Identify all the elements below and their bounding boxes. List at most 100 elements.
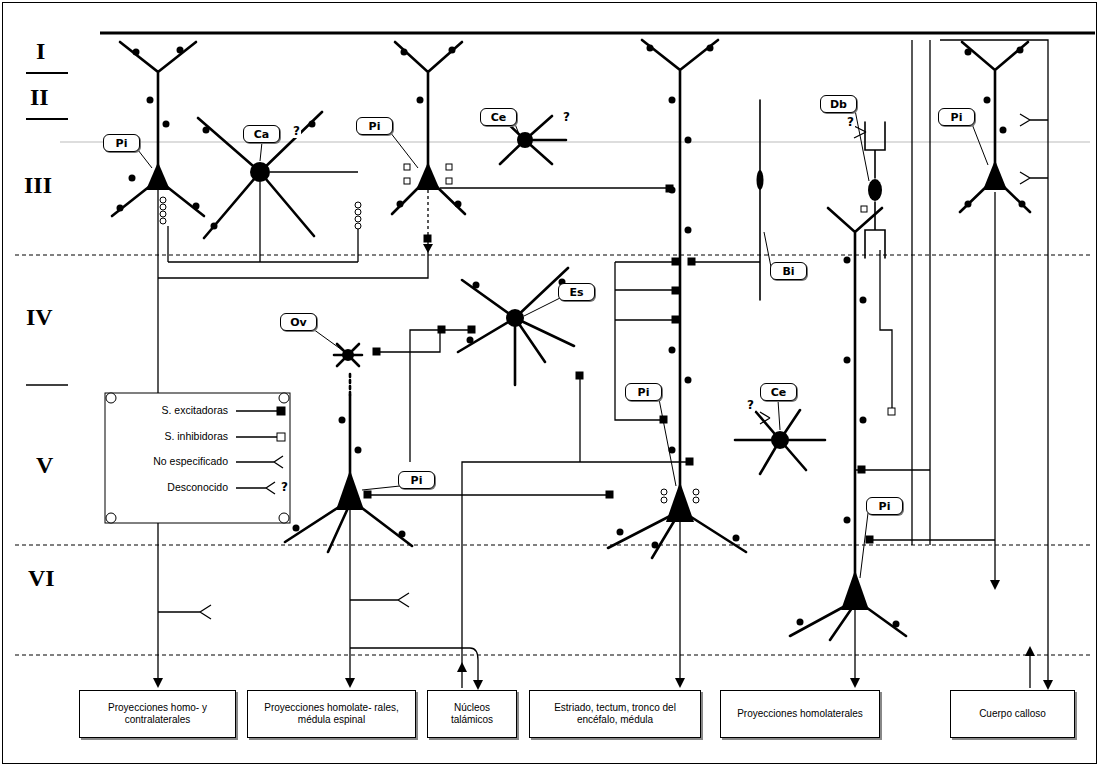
target-name: Proyecciones homo- y contralaterales [85, 702, 230, 727]
dendritic-spines [399, 531, 406, 538]
synapse-marks [672, 258, 679, 265]
cell-type-callout: Ce [480, 108, 517, 126]
dendrites [112, 40, 1030, 640]
synapse-marks [688, 258, 695, 265]
callout-tails [659, 399, 676, 486]
axon-lines [158, 605, 211, 619]
layer-lines [15, 255, 1090, 256]
cell-type-abbrev: Pi [879, 500, 891, 513]
cell-type-abbrev: Pi [411, 474, 423, 487]
axon-lines [410, 330, 440, 462]
cell-type-abbrev: Db [830, 98, 847, 111]
callout-tails [778, 400, 780, 430]
unknown-mark: ? [292, 124, 301, 138]
unknown-mark: ? [280, 480, 289, 494]
cell-bodies [342, 349, 354, 361]
cell-bodies [983, 160, 1007, 190]
cell-type-callout: Es [558, 283, 595, 301]
layer-lines [15, 655, 1090, 656]
callout-tails [362, 486, 400, 490]
axon-lines [854, 610, 855, 680]
cell-type-callout: Pi [398, 471, 435, 489]
dendritic-spines [117, 45, 1026, 628]
synapse-marks [686, 458, 693, 465]
basket-terminals [160, 211, 166, 217]
cell-bodies [666, 482, 694, 522]
legend-entry: No especificado [110, 455, 228, 467]
cell-bodies [506, 309, 524, 327]
dendrites [198, 112, 322, 238]
synapse-marks [446, 164, 452, 170]
layer-lines [100, 32, 1095, 35]
arrowheads [850, 678, 860, 688]
dendrites [285, 395, 412, 552]
cell-type-abbrev: Ov [290, 316, 307, 329]
axon-lines [870, 539, 995, 540]
cell-bodies [416, 162, 440, 190]
legend-scroll [277, 433, 285, 441]
callout-tails [855, 110, 869, 181]
cell-type-callout: Ce [760, 383, 797, 401]
basket-terminals [661, 489, 667, 495]
target-name: Cuerpo calloso [979, 708, 1046, 721]
axon-lines [462, 462, 690, 688]
dendritic-spines [617, 529, 624, 536]
target-name: Proyecciones homolaterales [737, 708, 863, 721]
synapse-marks [861, 206, 867, 212]
target-name: Proyecciones homolate- rales, médula esp… [253, 702, 410, 727]
callout-tails [524, 298, 560, 316]
dendrites [458, 268, 574, 385]
arrowheads [1043, 680, 1053, 690]
legend-entry: Desconocido [110, 481, 228, 493]
layer-lines [15, 545, 1090, 546]
dendritic-spines [417, 97, 424, 104]
dendritic-spines [707, 45, 714, 52]
dendrites [735, 410, 825, 474]
dendritic-spines [685, 137, 692, 144]
callout-tails [138, 150, 152, 168]
cell-type-callout: Pi [866, 497, 903, 515]
dendritic-spines [163, 121, 170, 128]
axon-lines [364, 494, 610, 495]
dendritic-spines [133, 49, 140, 56]
unknown-mark: ? [562, 110, 571, 124]
synapse-marks [404, 164, 410, 170]
dendritic-spines [893, 621, 900, 628]
axon-lines [994, 192, 995, 582]
cell-type-abbrev: Pi [116, 137, 128, 150]
axon-lines [579, 378, 580, 462]
cell-type-callout: Bi [770, 262, 807, 280]
dendritic-spines [669, 347, 676, 354]
callout-tails [260, 142, 262, 161]
basket-terminals [160, 197, 166, 203]
synapse-marks [364, 164, 895, 543]
dendrites [865, 122, 885, 258]
legend-scroll [106, 513, 116, 523]
cell-bodies [336, 470, 364, 510]
synapse-marks [404, 178, 410, 184]
projection-target-box: Proyecciones homolaterales [720, 690, 880, 738]
cell-bodies [146, 132, 1007, 610]
dendritic-spines [467, 337, 474, 344]
cell-type-callout: Pi [103, 134, 140, 152]
synapse-marks [888, 408, 895, 415]
target-name: Núcleos talámicos [433, 702, 511, 727]
synapse-marks [364, 491, 371, 498]
cell-type-callout: Pi [625, 383, 662, 401]
dendritic-spines [355, 447, 362, 454]
arrowheads [675, 678, 685, 688]
legend-scroll [105, 393, 290, 523]
axon-lines [380, 330, 470, 352]
dendritic-spines [449, 47, 456, 54]
arrowheads [345, 678, 355, 688]
dendrites [790, 208, 906, 640]
dendritic-spines [860, 297, 867, 304]
axon-lines [270, 171, 358, 172]
synapse-marks [672, 316, 679, 323]
cell-bodies [757, 170, 764, 190]
cortical-layer-numeral: II [30, 84, 49, 111]
dendritic-spines [965, 201, 972, 208]
dendritic-spines [844, 257, 851, 264]
